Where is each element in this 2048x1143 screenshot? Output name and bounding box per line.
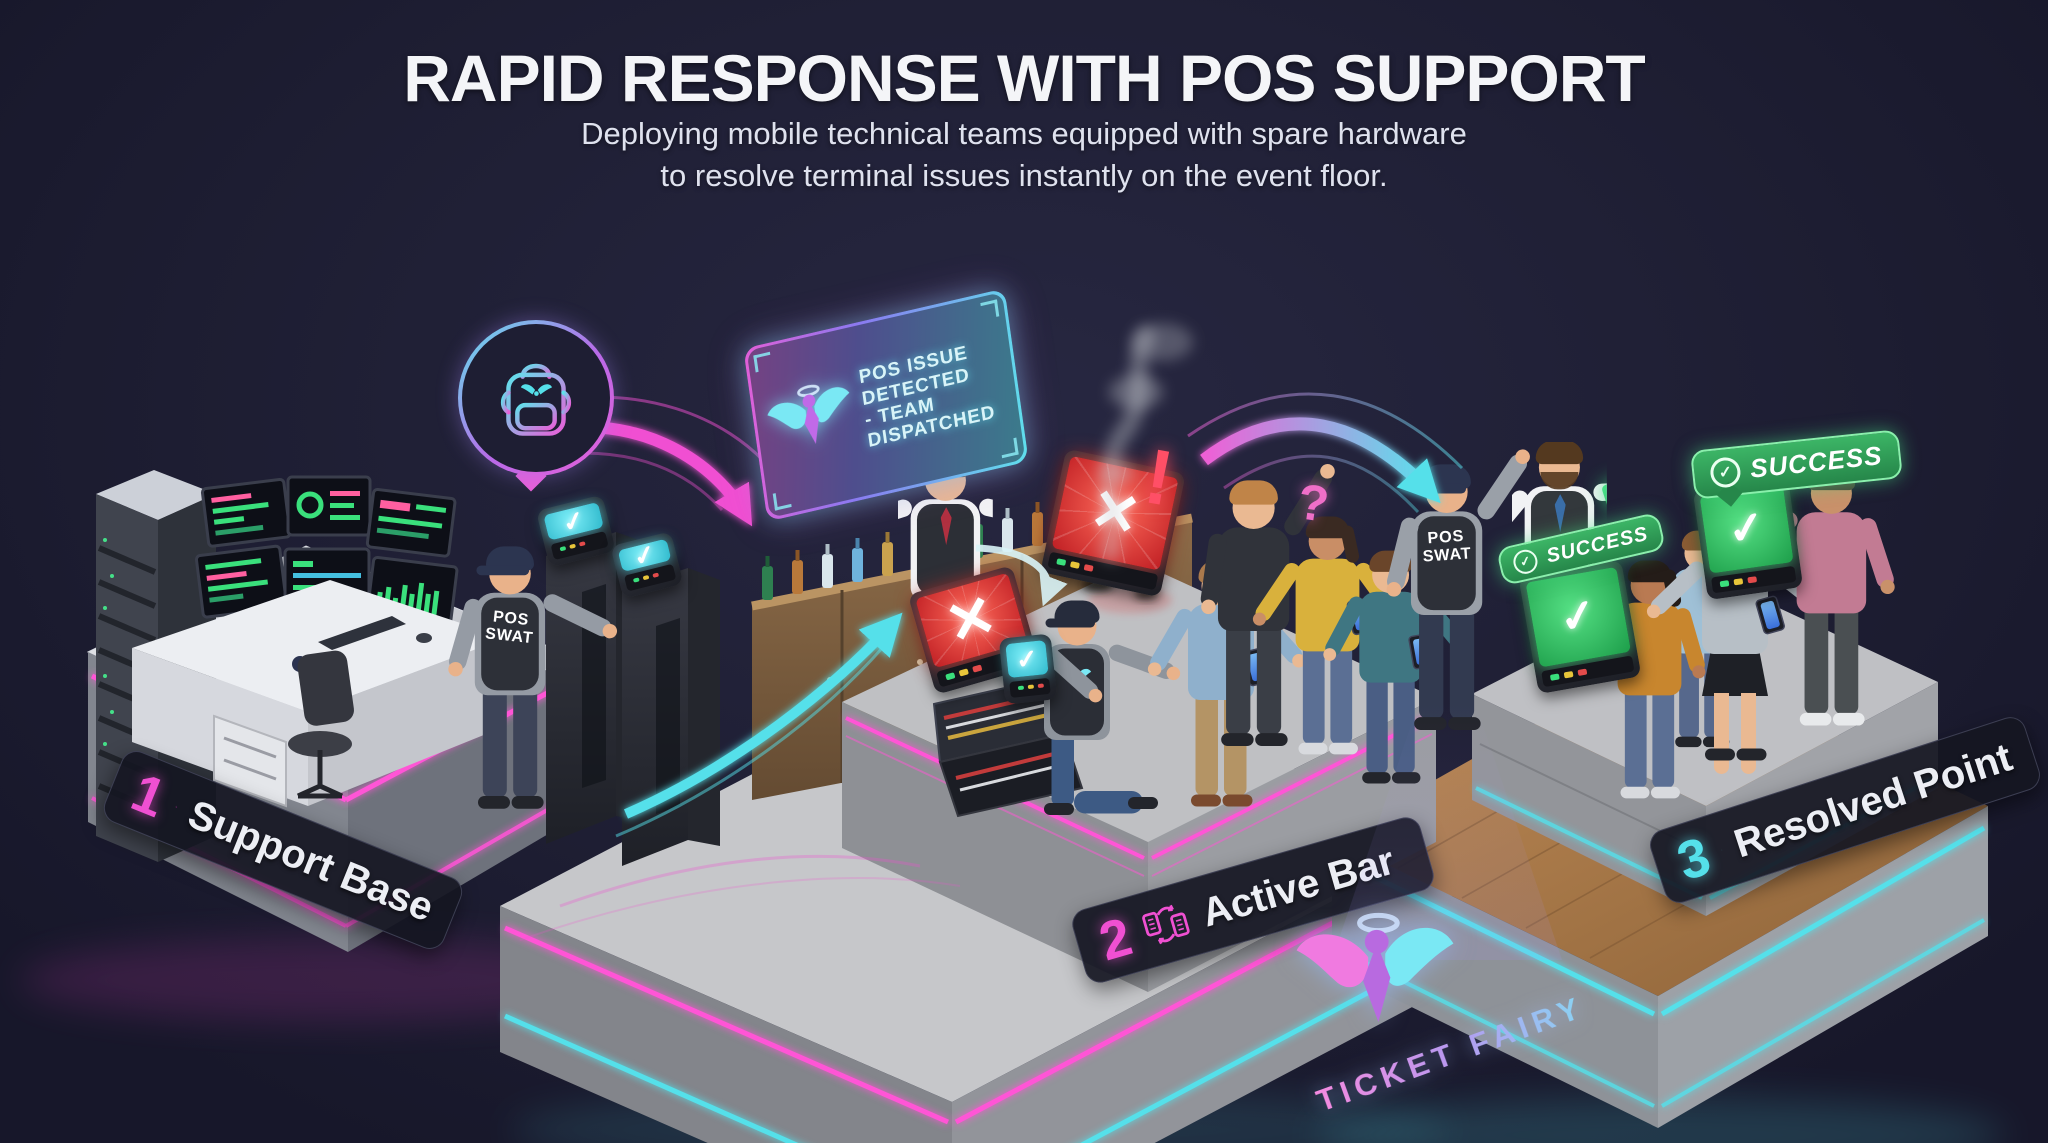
page-title: RAPID RESPONSE WITH POS SUPPORT — [403, 41, 1646, 115]
backpack-icon — [500, 363, 572, 436]
step-badge-active-bar: 2 Active Bar — [1068, 813, 1438, 987]
step-number: 1 — [123, 762, 174, 830]
person-customer — [1252, 516, 1405, 772]
dispatch-sign: POS ISSUE DETECTED - TEAM DISPATCHED — [743, 288, 1029, 522]
fairy-logo-icon — [767, 384, 850, 444]
success-check-icon: ✓ — [1724, 501, 1769, 556]
person-technician-kneeling — [1032, 600, 1177, 865]
control-desk — [132, 580, 506, 808]
pos-pedestal-2 — [622, 568, 720, 866]
person-customer — [1724, 466, 1897, 745]
step-number: 2 — [1092, 906, 1139, 973]
fairy-logo-icon — [1296, 912, 1454, 1022]
step-badge-resolved-point: 3 Resolved Point — [1645, 712, 2045, 908]
vest-label: POS SWAT — [1422, 527, 1473, 566]
dispatch-sign-text: POS ISSUE DETECTED - TEAM DISPATCHED — [858, 338, 997, 452]
dispatch-bubble — [458, 320, 614, 492]
office-chair — [288, 650, 354, 799]
pos-terminal-success: ✓ — [1518, 559, 1642, 695]
person-bartender-active — [898, 455, 993, 641]
person-technician-support: POS SWAT — [446, 546, 615, 828]
replacement-terminal: ✓ — [998, 633, 1058, 705]
success-check-icon: ✓ — [1014, 642, 1040, 676]
page-subtitle-line1: Deploying mobile technical teams equippe… — [581, 116, 1467, 151]
error-x-icon: ✕ — [1084, 475, 1146, 550]
shield-check-icon: ✓ — [1511, 547, 1540, 577]
success-check-icon: ✓ — [559, 504, 588, 539]
handshake-check-icon — [1721, 849, 1723, 851]
terminal-swap-icon — [1142, 904, 1190, 945]
success-check-icon: ✓ — [1555, 589, 1601, 644]
technician-gears-icon — [175, 806, 178, 808]
vest-label: POS SWAT — [484, 608, 535, 648]
step-badge-support-base: 1 Support Base — [99, 746, 467, 954]
page-subtitle-line2: to resolve terminal issues instantly on … — [660, 158, 1388, 193]
question-mark: ? — [1294, 473, 1333, 533]
error-x-icon: ✕ — [938, 581, 1004, 658]
ticket-fairy-floor-logo: TICKET FAIRY — [1262, 700, 1642, 1130]
success-check-icon: ✓ — [630, 538, 659, 573]
step-number: 3 — [1670, 825, 1718, 893]
shield-check-icon: ✓ — [1708, 455, 1742, 489]
success-badge-label: SUCCESS — [1748, 440, 1884, 484]
payment-card — [1600, 474, 1607, 509]
